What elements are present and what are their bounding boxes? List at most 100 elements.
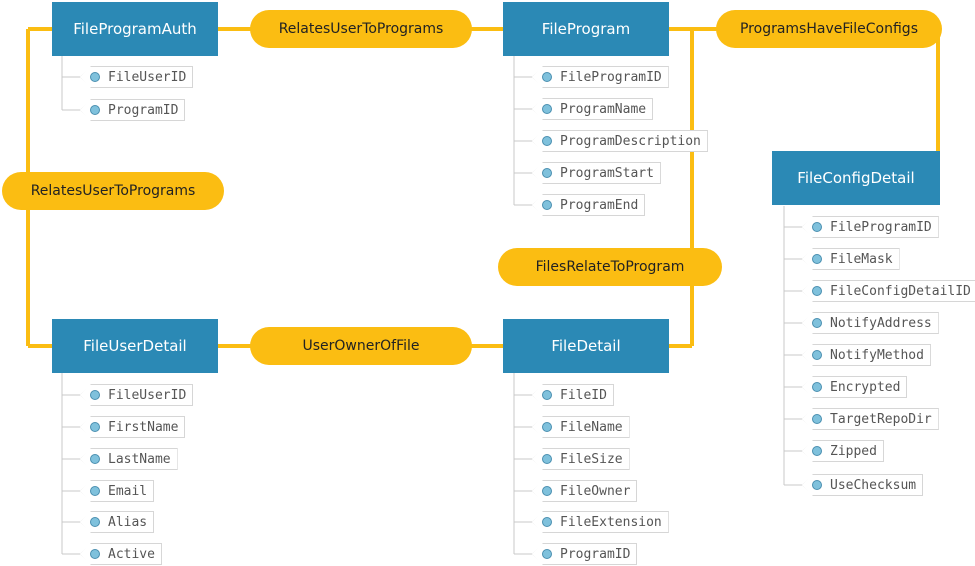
attribute-label: Email [108, 483, 148, 499]
attribute-dot-icon [542, 200, 552, 210]
attribute-dot-icon [542, 390, 552, 400]
relationship-relates-user-to-programs-left[interactable]: RelatesUserToPrograms [2, 172, 224, 210]
attribute-item[interactable]: Email [80, 480, 155, 502]
attribute-dot-icon [542, 136, 552, 146]
attribute-dot-icon [812, 480, 822, 490]
attribute-dot-icon [90, 486, 100, 496]
attribute-label: Alias [108, 514, 148, 530]
attribute-label: FileProgramID [830, 219, 932, 235]
attribute-label: FileConfigDetailID [830, 283, 971, 299]
attribute-item[interactable]: ProgramName [532, 98, 654, 120]
attribute-label: ProgramDescription [560, 133, 701, 149]
attribute-item[interactable]: FirstName [80, 416, 186, 438]
relationship-user-owner-of-file[interactable]: UserOwnerOfFile [250, 327, 472, 365]
attribute-dot-icon [542, 422, 552, 432]
attribute-label: Encrypted [830, 379, 901, 395]
relationship-label: UserOwnerOfFile [302, 338, 420, 354]
attribute-dot-icon [542, 72, 552, 82]
attribute-label: ProgramID [108, 102, 179, 118]
attribute-item[interactable]: ProgramID [80, 99, 186, 121]
attribute-item[interactable]: FileProgramID [802, 216, 939, 238]
attribute-dot-icon [812, 286, 822, 296]
entity-title: FileDetail [551, 337, 621, 355]
attribute-dot-icon [812, 446, 822, 456]
attribute-item[interactable]: TargetRepoDir [802, 408, 939, 430]
entity-file-detail[interactable]: FileDetail [503, 319, 669, 373]
attribute-label: FileExtension [560, 514, 662, 530]
attribute-label: ProgramEnd [560, 197, 639, 213]
attribute-item[interactable]: FileConfigDetailID [802, 280, 975, 302]
attribute-dot-icon [812, 318, 822, 328]
entity-title: FileConfigDetail [797, 169, 915, 187]
attribute-dot-icon [90, 422, 100, 432]
attribute-label: ProgramName [560, 101, 647, 117]
attribute-label: FileID [560, 387, 607, 403]
entity-file-config-detail[interactable]: FileConfigDetail [772, 151, 940, 205]
attribute-item[interactable]: Zipped [802, 440, 884, 462]
attribute-dot-icon [90, 72, 100, 82]
attribute-dot-icon [812, 222, 822, 232]
attribute-dot-icon [542, 454, 552, 464]
attribute-item[interactable]: FileProgramID [532, 66, 669, 88]
relationship-relates-user-to-programs-top[interactable]: RelatesUserToPrograms [250, 10, 472, 48]
entity-title: FileProgramAuth [73, 20, 197, 38]
entity-file-program-auth[interactable]: FileProgramAuth [52, 2, 218, 56]
attribute-item[interactable]: Alias [80, 511, 155, 533]
attribute-dot-icon [90, 454, 100, 464]
attribute-item[interactable]: Encrypted [802, 376, 908, 398]
relationship-label: RelatesUserToPrograms [278, 21, 444, 37]
attribute-item[interactable]: LastName [80, 448, 178, 470]
attribute-dot-icon [542, 104, 552, 114]
attribute-dot-icon [812, 414, 822, 424]
attribute-label: FileSize [560, 451, 623, 467]
attribute-dot-icon [90, 390, 100, 400]
attribute-label: FileName [560, 419, 623, 435]
attribute-item[interactable]: FileSize [532, 448, 630, 470]
attribute-dot-icon [542, 486, 552, 496]
attribute-label: LastName [108, 451, 171, 467]
attribute-item[interactable]: FileUserID [80, 384, 194, 406]
attribute-dot-icon [812, 254, 822, 264]
attribute-dot-icon [812, 382, 822, 392]
attribute-dot-icon [90, 105, 100, 115]
attribute-label: ProgramStart [560, 165, 654, 181]
relationship-label: ProgramsHaveFileConfigs [739, 21, 918, 37]
attribute-label: Zipped [830, 443, 877, 459]
attribute-item[interactable]: ProgramID [532, 543, 638, 565]
attribute-label: TargetRepoDir [830, 411, 932, 427]
attribute-label: NotifyMethod [830, 347, 924, 363]
attribute-item[interactable]: Active [80, 543, 162, 565]
attribute-dot-icon [90, 549, 100, 559]
attribute-dot-icon [90, 517, 100, 527]
attribute-item[interactable]: ProgramEnd [532, 194, 646, 216]
attribute-item[interactable]: ProgramStart [532, 162, 661, 184]
relationship-programs-have-file-configs[interactable]: ProgramsHaveFileConfigs [716, 10, 942, 48]
attribute-item[interactable]: FileUserID [80, 66, 194, 88]
attribute-label: FileMask [830, 251, 893, 267]
attribute-item[interactable]: FileName [532, 416, 630, 438]
attribute-dot-icon [542, 549, 552, 559]
entity-title: FileUserDetail [83, 337, 187, 355]
relationship-files-relate-to-program[interactable]: FilesRelateToProgram [498, 248, 722, 286]
attribute-label: FileProgramID [560, 69, 662, 85]
attribute-item[interactable]: UseChecksum [802, 474, 924, 496]
attribute-item[interactable]: ProgramDescription [532, 130, 708, 152]
attribute-label: UseChecksum [830, 477, 917, 493]
attribute-dot-icon [542, 517, 552, 527]
relationship-label: RelatesUserToPrograms [30, 183, 196, 199]
attribute-label: FileUserID [108, 387, 187, 403]
attribute-label: ProgramID [560, 546, 631, 562]
attribute-item[interactable]: NotifyAddress [802, 312, 939, 334]
attribute-label: NotifyAddress [830, 315, 932, 331]
attribute-dot-icon [812, 350, 822, 360]
attribute-item[interactable]: FileID [532, 384, 614, 406]
attribute-item[interactable]: NotifyMethod [802, 344, 931, 366]
attribute-item[interactable]: FileOwner [532, 480, 638, 502]
attribute-item[interactable]: FileExtension [532, 511, 669, 533]
attribute-dot-icon [542, 168, 552, 178]
entity-file-user-detail[interactable]: FileUserDetail [52, 319, 218, 373]
entity-file-program[interactable]: FileProgram [503, 2, 669, 56]
attribute-item[interactable]: FileMask [802, 248, 900, 270]
attribute-label: FirstName [108, 419, 179, 435]
attribute-label: FileOwner [560, 483, 631, 499]
